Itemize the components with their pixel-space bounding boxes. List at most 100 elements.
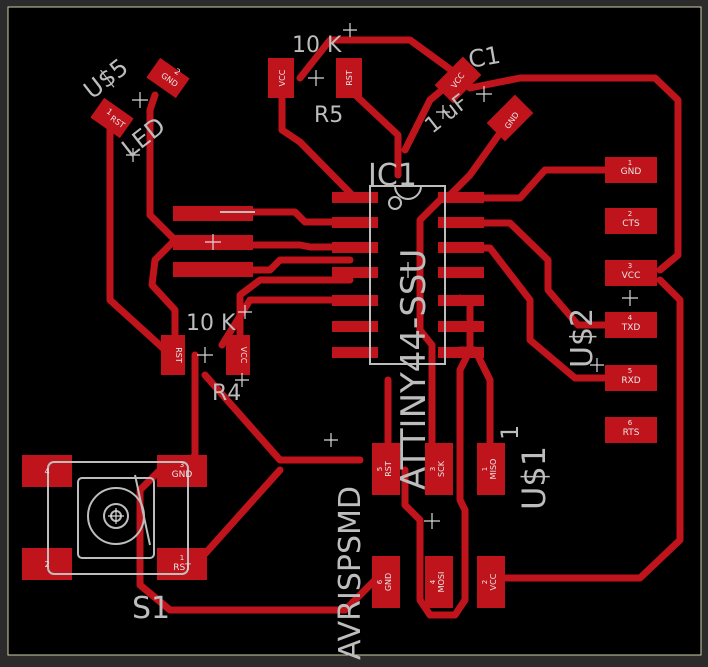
u5-pad-1 — [90, 97, 134, 139]
board-outline — [7, 6, 702, 656]
r4-value-label: 10 K — [186, 311, 236, 336]
r5-value-label: 10 K — [292, 33, 342, 58]
trace-r4-vcc — [218, 296, 354, 349]
origin-r5-top — [343, 23, 357, 37]
u2-pad-6 — [605, 417, 657, 443]
origin-u2-low — [590, 358, 604, 372]
u1-name-label: U$1 — [515, 446, 553, 510]
isp-pad-6-name: GND — [384, 573, 393, 591]
trace-vcc-loop-top — [466, 74, 682, 274]
origin-led — [205, 234, 221, 250]
isp-pad-2-name: VCC — [489, 573, 498, 590]
c1-name-label: C1 — [466, 41, 502, 74]
led-pad-3 — [173, 262, 253, 277]
ic1-pin-6 — [332, 321, 378, 332]
isp-pad-4 — [425, 556, 453, 608]
r4-name-label: R4 — [212, 381, 241, 406]
ic1-outline — [369, 185, 446, 365]
trace-led-ic-2 — [246, 241, 354, 251]
r4-pad-rst — [161, 335, 185, 375]
s1-pad-2-num: 2 — [44, 560, 49, 569]
ic1-pin-13 — [438, 217, 484, 228]
trace-r5-rst — [346, 86, 402, 179]
ic1-part-label: ATTINY44-SSU — [394, 249, 434, 490]
s1-pad-1-name: RST — [173, 563, 191, 573]
ic1-pin-10 — [438, 295, 484, 306]
trace-u5-gnd — [146, 91, 179, 349]
ic1-pin-1 — [332, 192, 378, 203]
ic1-pin-11 — [438, 267, 484, 278]
trace-ic-txd — [456, 219, 616, 329]
u5-pad-num2: 2 — [173, 67, 182, 77]
u2-pad-4-num: 4 — [628, 314, 633, 322]
u2-pad-3 — [605, 260, 657, 286]
origin-r4 — [197, 347, 213, 363]
isp-pad-1 — [477, 443, 505, 495]
trace-rst-diag — [201, 371, 364, 464]
trace-rst-s1 — [191, 466, 284, 569]
u5-pad-num1: 1 — [105, 107, 114, 117]
c1-pad-vcc — [434, 56, 482, 104]
isp-pad-2-num: 2 — [481, 580, 489, 584]
ic1-pin-9 — [438, 321, 484, 332]
ic1-pin-5 — [332, 295, 378, 306]
trace-vcc-loop-bottom — [501, 276, 684, 582]
ic1-pin-4 — [332, 267, 378, 278]
ic1-pin-14 — [438, 192, 484, 203]
u2-pad-2-num: 2 — [628, 210, 632, 218]
ic1-pin-8 — [438, 347, 484, 358]
ic1-pin-2 — [332, 217, 378, 228]
origin-u5-low — [126, 148, 140, 162]
copper-traces — [106, 36, 684, 619]
trace-ic-rxd — [456, 244, 616, 382]
s1-pad-3-name: GND — [172, 470, 193, 480]
u1-pin-label: 1 — [496, 425, 524, 440]
u2-pad-2 — [605, 208, 657, 234]
u2-pad-6-name: RTS — [623, 428, 640, 438]
u2-pad-3-num: 3 — [628, 262, 632, 270]
s1-inner — [77, 477, 155, 559]
r5-name-label: R5 — [314, 103, 343, 128]
u2-pad-3-name: VCC — [622, 271, 641, 281]
isp-pad-5 — [372, 443, 400, 495]
trace-led-ic — [246, 208, 354, 226]
trace-ic-sck — [416, 196, 444, 459]
copper-pads — [22, 56, 657, 608]
r4-pad-vcc — [226, 335, 250, 375]
isp-pad-3-name: SCK — [437, 460, 446, 477]
u2-pad-5-name: RXD — [621, 376, 640, 386]
s1-pad-1-num: 1 — [180, 554, 184, 562]
u2-name-label: U$2 — [565, 308, 600, 368]
r5-pad-vcc-label: VCC — [278, 69, 287, 86]
ic1-pin-7 — [332, 347, 378, 358]
u2-pad-4-name: TXD — [621, 323, 641, 333]
origin-u5 — [132, 92, 148, 108]
origin-r4-low — [235, 373, 249, 387]
isp-name-label: AVRISPSMD — [333, 486, 368, 660]
u2-pad-6-num: 6 — [628, 419, 633, 427]
origin-s1 — [108, 508, 124, 524]
s1-body — [47, 461, 189, 575]
trace-u5-rst — [106, 126, 169, 354]
silkscreen — [47, 185, 446, 575]
trace-r5-vcc-c1 — [296, 36, 462, 82]
origin-u2 — [622, 290, 638, 306]
ic1-pin-12 — [438, 242, 484, 253]
s1-pad-4-num: 4 — [44, 467, 49, 476]
u2-pad-1-name: GND — [621, 167, 642, 177]
origin-c1 — [476, 86, 492, 102]
u2-pad-2-name: CTS — [622, 219, 640, 229]
u5-pad-2 — [146, 57, 190, 99]
origin-isp-left — [324, 433, 338, 447]
trace-led-ic-3 — [246, 256, 354, 274]
isp-pad-4-num: 4 — [429, 579, 437, 584]
origin-isp — [424, 513, 440, 529]
u2-pad-5 — [605, 365, 657, 391]
isp-pad-3 — [425, 443, 453, 495]
s1-pad-3-num: 3 — [180, 461, 184, 469]
origin-markers — [108, 23, 638, 529]
isp-pad-1-num: 1 — [481, 467, 489, 471]
origin-r5 — [308, 70, 324, 86]
s1-contact-1 — [134, 474, 151, 546]
